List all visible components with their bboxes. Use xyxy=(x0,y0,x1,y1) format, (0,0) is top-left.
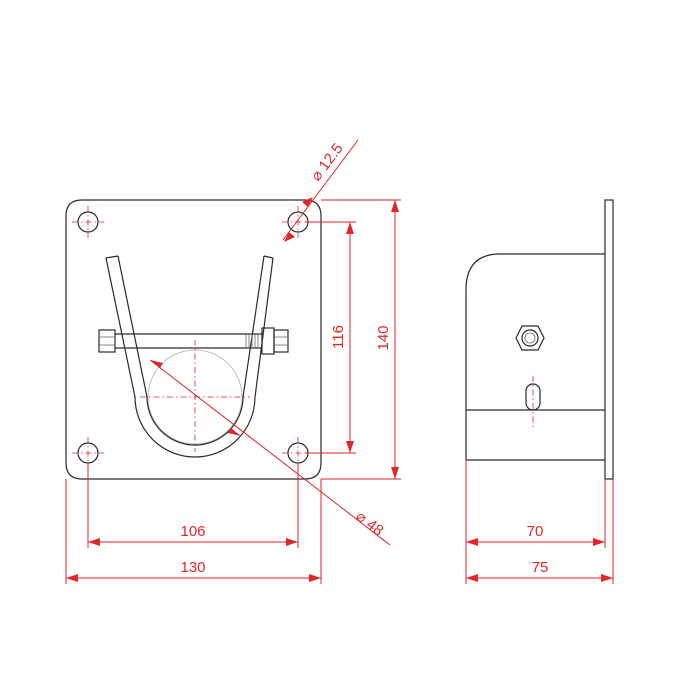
hole-spacing-horizontal-label: 106 xyxy=(180,523,205,540)
plate-width-label: 130 xyxy=(180,559,205,576)
nut xyxy=(273,329,289,353)
plate-height-label: 140 xyxy=(375,325,392,350)
mounting-plate xyxy=(65,199,322,480)
bolt-thread xyxy=(245,334,259,348)
hole-spacing-vertical-label: 116 xyxy=(330,325,347,349)
side-plate xyxy=(604,199,614,480)
dimensions: ⌀ 12.5 ⌀ 48 116 140 106 130 xyxy=(65,139,614,584)
bracket-depth-inner-label: 70 xyxy=(527,523,544,540)
side-view xyxy=(465,199,614,480)
through-bolt xyxy=(98,327,289,355)
front-view xyxy=(65,199,322,480)
u-bolt xyxy=(105,255,274,458)
mounting-hole-top-left xyxy=(72,206,104,238)
pipe-diameter-label: ⌀ 48 xyxy=(353,508,387,540)
bracket-body xyxy=(465,253,605,461)
adjust-slot xyxy=(525,383,541,411)
pipe-section xyxy=(140,340,250,452)
bracket-depth-total-label: 75 xyxy=(532,559,549,576)
side-nut xyxy=(515,325,545,351)
